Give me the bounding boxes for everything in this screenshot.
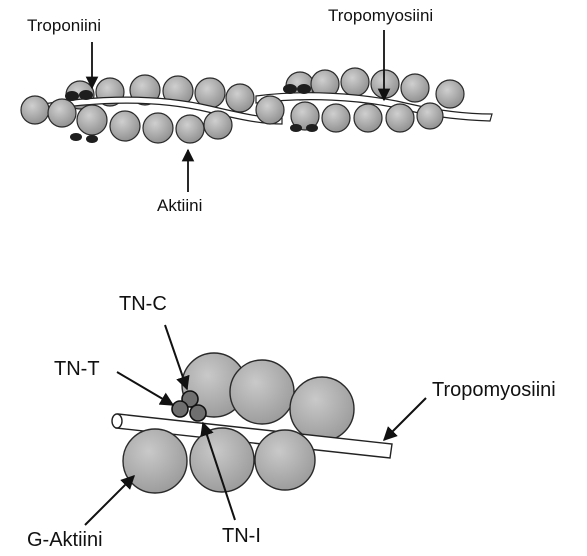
tn-i-label: TN-I bbox=[222, 526, 261, 546]
g-actin-label: G-Aktiini bbox=[27, 530, 103, 550]
troponin-label: Troponiini bbox=[27, 17, 101, 34]
actin-label: Aktiini bbox=[157, 197, 202, 214]
tropomyosin-label-top: Tropomyosiini bbox=[328, 7, 433, 24]
g-actin-beads-front bbox=[123, 428, 315, 493]
tropomyosin-rod-end bbox=[112, 414, 122, 428]
tropomyosin-arrow-bottom bbox=[384, 398, 426, 440]
tn-t-arrow bbox=[117, 372, 173, 405]
tn-t-label: TN-T bbox=[54, 359, 100, 379]
troponin-closeup bbox=[112, 353, 392, 493]
tn-c-label: TN-C bbox=[119, 294, 167, 314]
tn-t-subunit bbox=[172, 401, 188, 417]
tn-i-subunit bbox=[190, 405, 206, 421]
tropomyosin-label-bottom: Tropomyosiini bbox=[432, 380, 556, 400]
g-actin-arrow bbox=[85, 476, 134, 525]
tn-c-arrow bbox=[165, 325, 187, 389]
